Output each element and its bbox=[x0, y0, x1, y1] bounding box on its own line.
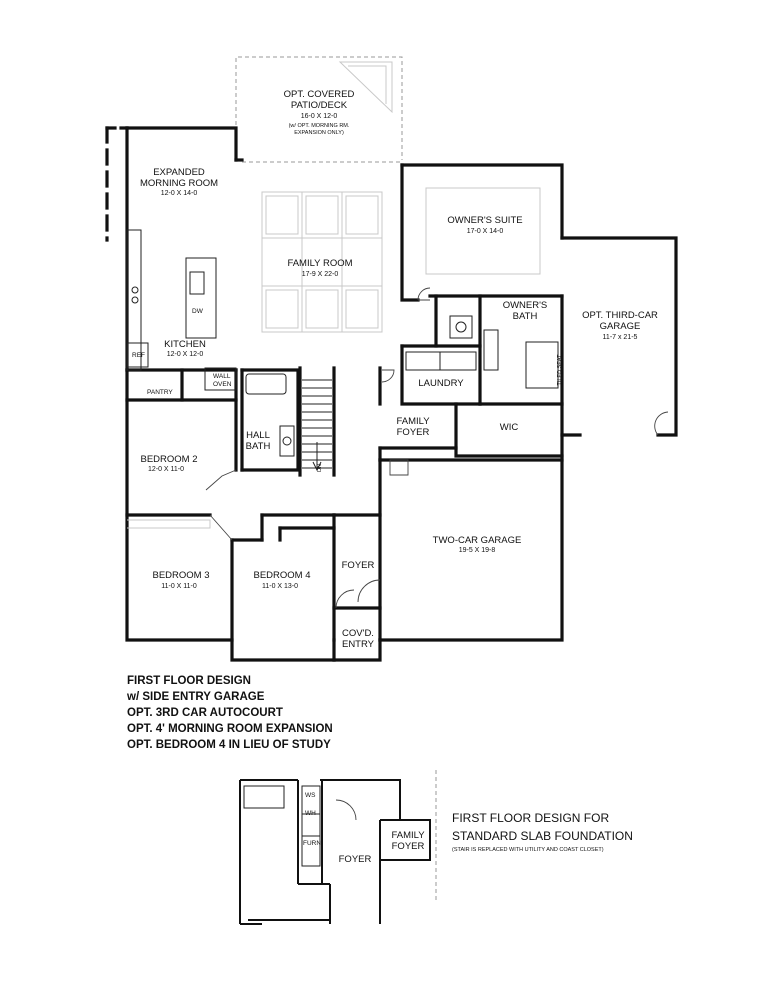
kitchen-fixtures bbox=[126, 229, 237, 391]
owners-bath-name-line2: BATH bbox=[513, 311, 538, 322]
caption-line-3: OPT. 3RD CAR AUTOCOURT bbox=[127, 707, 283, 719]
bedroom-4-name: BEDROOM 4 bbox=[253, 570, 310, 581]
wall-oven-label-line2: OVEN bbox=[213, 381, 232, 388]
inset-ws-label: WS bbox=[305, 792, 316, 799]
inset-furn-label: FURN bbox=[303, 840, 321, 847]
third-garage-name-line2: GARAGE bbox=[600, 321, 641, 332]
dishwasher-label: DW bbox=[192, 308, 204, 315]
bedroom-2-dims: 12-0 X 11-0 bbox=[148, 466, 184, 473]
morning-room-dims: 12-0 X 14-0 bbox=[161, 190, 198, 197]
pantry-label: PANTRY bbox=[147, 389, 173, 396]
bedroom-2-name: BEDROOM 2 bbox=[140, 454, 197, 465]
inset-title-line-1: FIRST FLOOR DESIGN FOR bbox=[452, 811, 609, 825]
covd-entry-name-line1: COV'D. bbox=[342, 628, 374, 639]
owners-bath-name-line1: OWNER'S bbox=[503, 300, 548, 311]
patio-outline bbox=[235, 56, 403, 160]
patio-note-line2: EXPANSION ONLY) bbox=[294, 130, 344, 136]
morning-room-name-line1: EXPANDED bbox=[153, 167, 205, 178]
refrigerator-label: REF bbox=[132, 352, 145, 359]
inset-title-line-2: STANDARD SLAB FOUNDATION bbox=[452, 829, 633, 843]
caption-line-2: w/ SIDE ENTRY GARAGE bbox=[126, 691, 265, 703]
third-garage-name-line1: OPT. THIRD-CAR bbox=[582, 310, 658, 321]
hall-bath-name-line1: HALL bbox=[246, 430, 270, 441]
tiled-seat-label: TILED SEAT bbox=[557, 354, 563, 386]
caption-line-1: FIRST FLOOR DESIGN bbox=[127, 675, 251, 687]
wall-oven-label-line1: WALL bbox=[213, 373, 231, 380]
morning-room-name-line2: MORNING ROOM bbox=[140, 178, 218, 189]
stair-treads bbox=[302, 379, 332, 472]
inset-plan bbox=[239, 770, 437, 925]
hall-bath-name-line2: BATH bbox=[246, 441, 271, 452]
inset-foyer-label: FOYER bbox=[339, 854, 372, 865]
inset-family-foyer-line1: FAMILY bbox=[391, 830, 425, 841]
main-walls bbox=[105, 126, 678, 662]
two-car-garage-name: TWO-CAR GARAGE bbox=[433, 535, 522, 546]
patio-note-line1: (w/ OPT. MORNING RM. bbox=[289, 123, 350, 129]
foyer-name: FOYER bbox=[342, 560, 375, 571]
family-room-dims: 17-9 X 22-0 bbox=[302, 271, 339, 278]
family-foyer-name-line2: FOYER bbox=[397, 427, 430, 438]
family-room-name: FAMILY ROOM bbox=[287, 258, 352, 269]
two-car-garage-dims: 19-5 X 19-8 bbox=[459, 547, 496, 554]
patio-dims: 16-0 X 12-0 bbox=[301, 113, 338, 120]
owners-suite-dims: 17-0 X 14-0 bbox=[467, 228, 504, 235]
patio-name-line2: PATIO/DECK bbox=[291, 100, 348, 111]
covd-entry-name-line2: ENTRY bbox=[342, 639, 375, 650]
inset-family-foyer-line2: FOYER bbox=[392, 841, 425, 852]
bedroom-3-name: BEDROOM 3 bbox=[152, 570, 209, 581]
owners-suite-ceiling bbox=[425, 187, 541, 275]
family-room-ceiling bbox=[261, 191, 383, 333]
caption-line-4: OPT. 4' MORNING ROOM EXPANSION bbox=[127, 723, 333, 735]
owners-suite-name: OWNER'S SUITE bbox=[447, 215, 522, 226]
door-swings bbox=[127, 287, 669, 609]
inset-note: (STAIR IS REPLACED WITH UTILITY AND COAS… bbox=[452, 847, 604, 853]
caption-line-5: OPT. BEDROOM 4 IN LIEU OF STUDY bbox=[127, 739, 331, 751]
stair-down-label: DN bbox=[317, 464, 323, 472]
bedroom-4-dims: 11-0 X 13-0 bbox=[262, 583, 298, 590]
kitchen-dims: 12-0 X 12-0 bbox=[167, 351, 204, 358]
wic-name: WIC bbox=[500, 422, 519, 433]
inset-wh-label: WH bbox=[305, 810, 316, 817]
third-garage-dims: 11-7 x 21-5 bbox=[603, 334, 638, 341]
patio-name-line1: OPT. COVERED bbox=[284, 89, 355, 100]
laundry-name: LAUNDRY bbox=[418, 378, 464, 389]
bedroom-3-dims: 11-0 X 11-0 bbox=[161, 583, 197, 590]
family-foyer-name-line1: FAMILY bbox=[396, 416, 430, 427]
bath-fixtures bbox=[245, 315, 559, 457]
kitchen-name: KITCHEN bbox=[164, 339, 206, 350]
